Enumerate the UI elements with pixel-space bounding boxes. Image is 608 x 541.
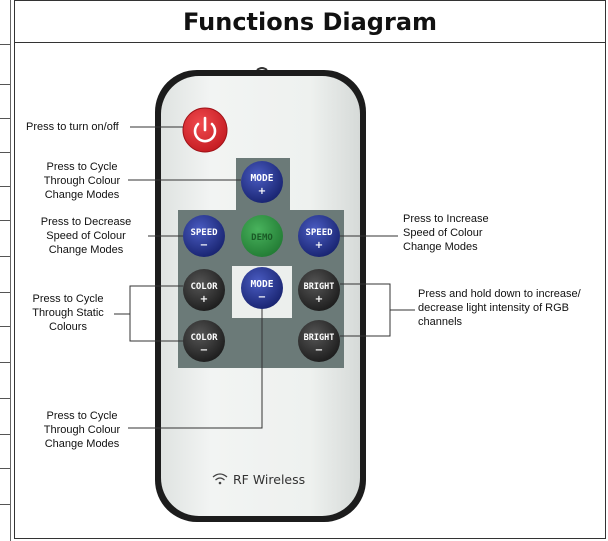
button-label: COLOR xyxy=(190,282,218,292)
button-label: DEMO xyxy=(251,233,273,243)
button-sign: − xyxy=(200,240,208,251)
button-sign: − xyxy=(200,345,208,356)
leader-line-color xyxy=(114,285,183,342)
leader-lines xyxy=(114,126,415,429)
button-label: MODE xyxy=(251,173,274,184)
edge-line xyxy=(0,152,10,153)
edge-line xyxy=(0,362,10,363)
speed-minus-button[interactable]: SPEED − xyxy=(183,215,225,257)
edge-line xyxy=(0,326,10,327)
button-label: SPEED xyxy=(305,228,333,238)
label-mode-minus: Press to Cycle Through Colour Change Mod… xyxy=(43,410,121,450)
speed-plus-button[interactable]: SPEED + xyxy=(298,215,340,257)
edge-line xyxy=(0,186,10,187)
label-color: Press to Cycle Through Static Colours xyxy=(32,293,104,333)
left-edge-strip xyxy=(0,0,10,541)
brand-text: RF Wireless xyxy=(233,472,305,487)
label-bright: Press and hold down to increase/ decreas… xyxy=(418,288,581,328)
edge-line xyxy=(0,468,10,469)
color-minus-button[interactable]: COLOR − xyxy=(183,320,225,362)
edge-line xyxy=(0,398,10,399)
button-label: COLOR xyxy=(190,333,218,343)
label-power: Press to turn on/off xyxy=(26,121,119,133)
button-label: SPEED xyxy=(190,228,218,238)
button-sign: + xyxy=(200,294,208,305)
color-plus-button[interactable]: COLOR + xyxy=(183,269,225,311)
edge-line xyxy=(0,504,10,505)
edge-line xyxy=(0,84,10,85)
demo-button[interactable]: DEMO xyxy=(241,215,283,257)
leader-line-mode-minus xyxy=(128,309,263,429)
label-speed-minus: Press to Decrease Speed of Colour Change… xyxy=(40,216,132,256)
button-panel xyxy=(178,158,344,368)
bright-minus-button[interactable]: BRIGHT − xyxy=(298,320,340,362)
brand-mark: RF Wireless xyxy=(212,472,305,487)
power-icon xyxy=(193,116,217,143)
edge-line xyxy=(0,118,10,119)
leader-line-bright xyxy=(340,283,415,337)
button-label: BRIGHT xyxy=(304,282,335,292)
mode-minus-button[interactable]: MODE − xyxy=(241,267,283,309)
edge-line xyxy=(0,220,10,221)
edge-line xyxy=(0,292,10,293)
bright-plus-button[interactable]: BRIGHT + xyxy=(298,269,340,311)
edge-line xyxy=(0,434,10,435)
mode-plus-button[interactable]: MODE + xyxy=(241,161,283,203)
edge-divider xyxy=(10,0,11,541)
edge-line xyxy=(0,256,10,257)
power-button[interactable] xyxy=(182,107,228,153)
button-sign: + xyxy=(315,240,323,251)
title-bar: Functions Diagram xyxy=(15,1,605,43)
edge-line xyxy=(0,44,10,45)
button-label: BRIGHT xyxy=(304,333,335,343)
button-sign: − xyxy=(258,292,266,303)
label-mode-plus: Press to Cycle Through Colour Change Mod… xyxy=(43,161,121,201)
label-speed-plus: Press to Increase Speed of Colour Change… xyxy=(403,213,489,253)
button-sign: + xyxy=(258,186,266,197)
wifi-icon xyxy=(212,473,228,485)
page-title: Functions Diagram xyxy=(182,7,438,36)
button-label: MODE xyxy=(251,279,274,290)
button-sign: + xyxy=(315,294,323,305)
button-sign: − xyxy=(315,345,323,356)
